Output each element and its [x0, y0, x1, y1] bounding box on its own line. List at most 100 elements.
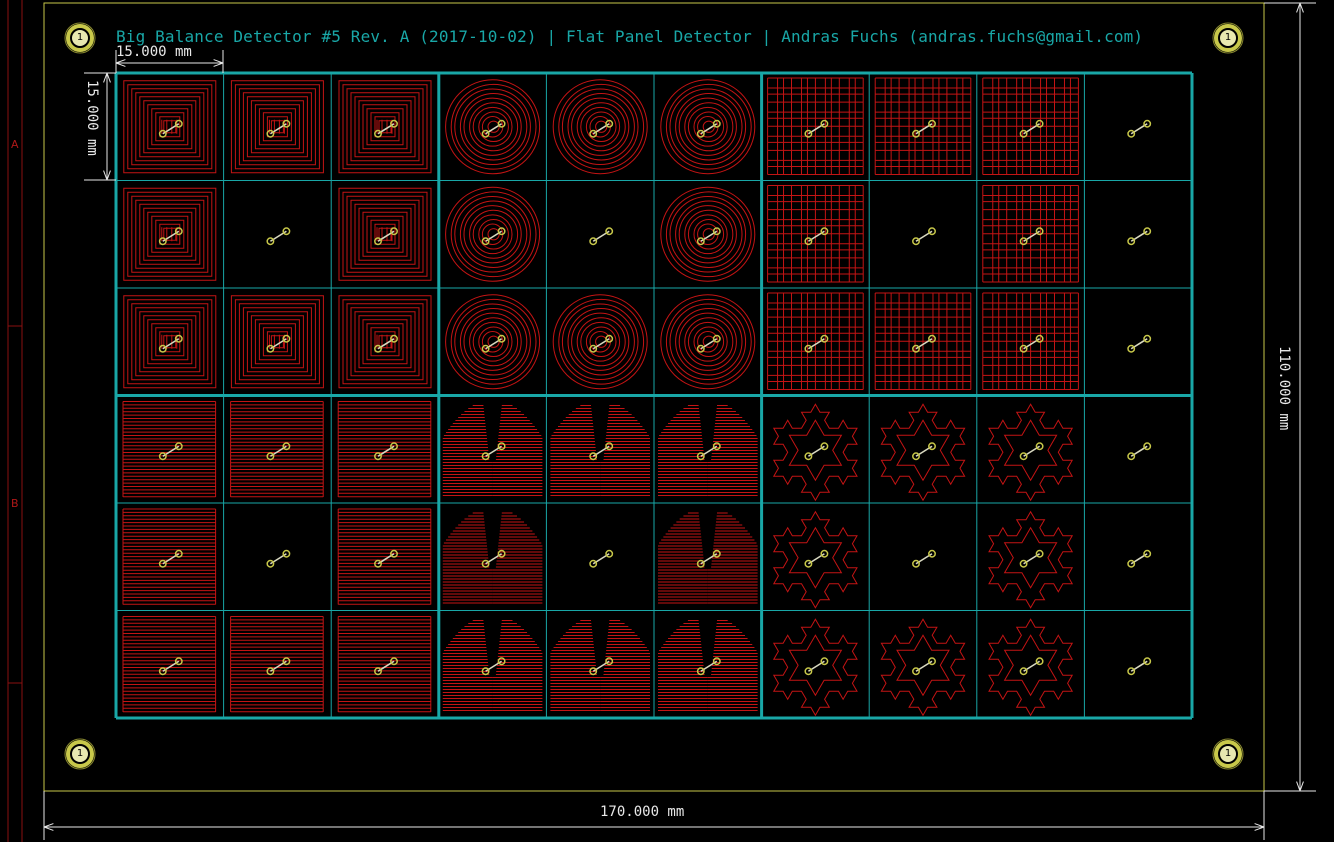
- hole-ring: [66, 740, 94, 768]
- via-pad: [1143, 442, 1152, 451]
- sensor-cell-fan: [550, 620, 650, 711]
- coil-turn: [135, 307, 205, 377]
- coil-ring: [687, 321, 728, 362]
- coil-turn: [151, 108, 189, 146]
- sensor-cell-snowflake: [880, 403, 966, 502]
- coil-turn: [338, 295, 432, 389]
- coil-ring: [660, 294, 756, 390]
- via-pad: [605, 442, 614, 451]
- via-pad: [1035, 119, 1044, 128]
- coil-ring: [463, 97, 522, 156]
- coil-turn: [155, 112, 185, 142]
- via-pad: [390, 442, 398, 451]
- coil-turn: [350, 307, 420, 377]
- sensor-cell-circle-spiral: [660, 186, 756, 282]
- coil-turn: [362, 211, 408, 257]
- coil-turn: [151, 323, 189, 361]
- sensor-cell-meander: [337, 401, 432, 498]
- coil-turn: [139, 203, 201, 265]
- via-pad: [1019, 129, 1028, 138]
- via-pad: [820, 119, 829, 128]
- sensor-cell-meander: [122, 401, 217, 498]
- coil-ring: [684, 317, 734, 367]
- coil-ring: [687, 106, 728, 147]
- via-pad: [266, 667, 275, 676]
- koch-inner: [1003, 419, 1058, 482]
- via-pad: [1019, 559, 1028, 568]
- coil-ring: [445, 186, 541, 282]
- via-pad: [820, 334, 829, 343]
- sensor-cell-mesh: [874, 292, 972, 390]
- hole-center: [1220, 746, 1236, 762]
- sensor-cell-snowflake: [988, 618, 1074, 717]
- via-pad: [712, 119, 721, 128]
- via-pad: [820, 549, 829, 558]
- via-pad: [174, 442, 183, 451]
- dimension-arrowhead: [103, 170, 108, 181]
- sheet-zone-label-a: A: [11, 138, 19, 151]
- coil-ring: [585, 326, 617, 358]
- sensor-cell-circle-spiral: [445, 294, 541, 390]
- via-pad: [605, 227, 614, 236]
- via-pad: [589, 237, 598, 246]
- mounting-hole-label: 1: [1224, 748, 1232, 759]
- coil-turn: [366, 215, 404, 253]
- sensor-cell-circle-spiral: [552, 294, 648, 390]
- koch-inner: [788, 634, 843, 697]
- coil-turn: [163, 120, 177, 134]
- coil-ring: [669, 88, 747, 166]
- via-pad: [174, 334, 183, 343]
- sensor-cell-square-spiral: [123, 187, 217, 281]
- coil-ring: [693, 218, 725, 250]
- koch-inner: [1003, 634, 1058, 697]
- coil-turn: [242, 307, 312, 377]
- coil-turn: [354, 311, 416, 373]
- coil-turn: [135, 92, 205, 162]
- koch-inner: [896, 419, 950, 482]
- via-pad: [374, 452, 382, 461]
- via-pad: [605, 549, 614, 558]
- coil-ring: [693, 326, 725, 358]
- coil-ring: [463, 312, 522, 371]
- via-pad: [928, 227, 936, 236]
- dimension-arrowhead: [43, 823, 54, 828]
- via-pad: [158, 237, 167, 246]
- via-pad: [1035, 442, 1044, 451]
- sensor-cell-square-spiral: [230, 295, 324, 389]
- coil-turn: [139, 311, 201, 373]
- koch-outer: [772, 510, 858, 609]
- coil-ring: [478, 326, 509, 358]
- hole-center: [72, 746, 88, 762]
- via-pad: [374, 129, 382, 138]
- via-pad: [481, 667, 490, 676]
- koch-inner: [1003, 526, 1058, 589]
- coil-turn: [350, 199, 420, 269]
- sensor-cell-mesh: [982, 185, 1079, 283]
- sensor-cell-empty: [1127, 119, 1152, 138]
- via-pad: [696, 452, 705, 461]
- sensor-cell-meander: [337, 616, 432, 713]
- coil-ring: [472, 106, 513, 147]
- sensor-cell-square-spiral: [123, 80, 217, 174]
- via-pad: [266, 129, 275, 138]
- coil-ring: [687, 214, 728, 255]
- coil-ring: [454, 303, 531, 381]
- via-pad: [174, 549, 183, 558]
- via-pad: [912, 452, 920, 461]
- via-pad: [820, 657, 829, 666]
- sensor-cell-snowflake: [772, 403, 858, 502]
- coil-ring: [459, 308, 528, 376]
- via-pad: [481, 344, 490, 353]
- dimension-arrowhead: [106, 170, 111, 181]
- via-pad: [390, 549, 398, 558]
- via-pad: [589, 344, 598, 353]
- coil-ring: [678, 205, 737, 264]
- mounting-hole-label: 1: [76, 32, 84, 43]
- coil-ring: [660, 79, 756, 175]
- via-pad: [282, 334, 291, 343]
- coil-turn: [131, 303, 209, 381]
- dimension-arrowhead: [103, 72, 108, 83]
- via-pad: [390, 119, 398, 128]
- sensor-cell-empty: [266, 227, 291, 246]
- coil-ring: [678, 97, 737, 156]
